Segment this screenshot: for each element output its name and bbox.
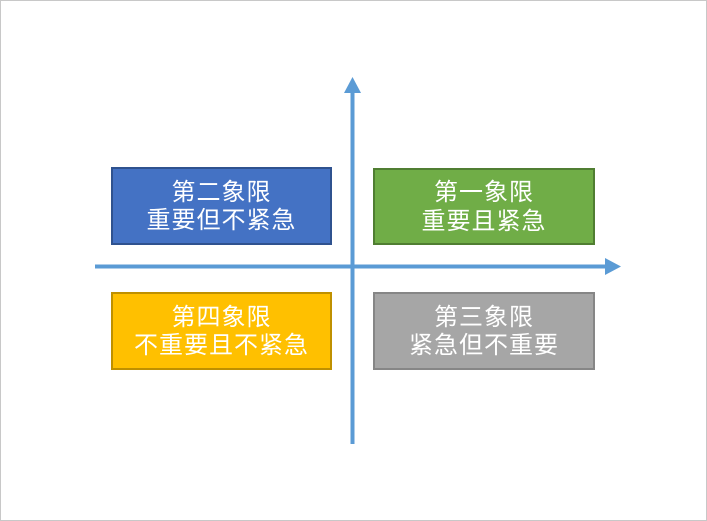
vertical-axis-arrowhead [344, 77, 361, 93]
quadrant-fourth[interactable]: 第四象限 不重要且不紧急 [111, 292, 332, 370]
quadrant-third[interactable]: 第三象限 紧急但不重要 [373, 292, 595, 370]
quadrant-fourth-subtitle: 不重要且不紧急 [134, 331, 309, 359]
quadrant-first[interactable]: 第一象限 重要且紧急 [373, 168, 595, 245]
quadrant-second[interactable]: 第二象限 重要但不紧急 [111, 167, 332, 245]
quadrant-third-subtitle: 紧急但不重要 [409, 331, 559, 359]
quadrant-first-title: 第一象限 [434, 178, 534, 207]
quadrant-second-title: 第二象限 [171, 177, 272, 206]
horizontal-axis-arrowhead [605, 258, 621, 275]
quadrant-second-subtitle: 重要但不紧急 [146, 206, 297, 234]
quadrant-third-title: 第三象限 [434, 302, 534, 331]
quadrant-first-subtitle: 重要且紧急 [421, 206, 547, 235]
quadrant-fourth-title: 第四象限 [171, 302, 272, 331]
